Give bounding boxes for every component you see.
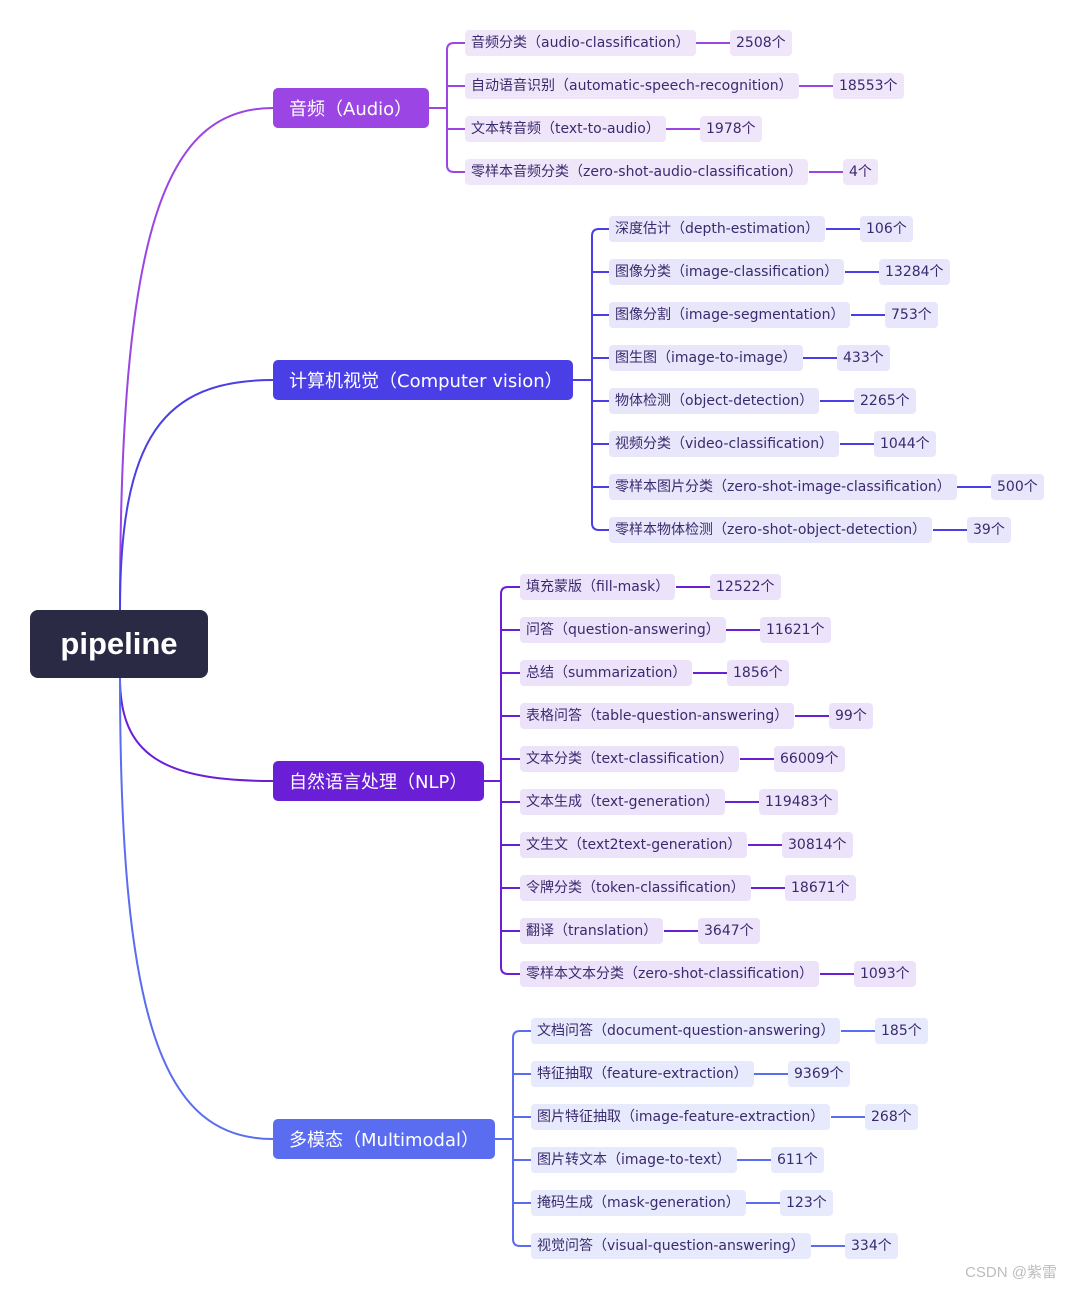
task-label[interactable]: 零样本音频分类（zero-shot-audio-classification）: [465, 159, 809, 185]
model-count: 433个: [837, 345, 890, 371]
leaf-connector: [512, 1238, 531, 1247]
model-count: 185个: [875, 1018, 928, 1044]
task-label[interactable]: 视觉问答（visual-question-answering）: [531, 1233, 811, 1259]
model-count: 500个: [991, 474, 1044, 500]
model-count: 1044个: [874, 431, 936, 457]
model-count: 39个: [967, 517, 1011, 543]
model-count: 3647个: [698, 918, 760, 944]
root-connector: [119, 379, 274, 611]
task-label[interactable]: 文本转音频（text-to-audio）: [465, 116, 666, 142]
leaf-connector: [446, 164, 465, 173]
task-label[interactable]: 图像分割（image-segmentation）: [609, 302, 851, 328]
task-label[interactable]: 掩码生成（mask-generation）: [531, 1190, 746, 1216]
task-label[interactable]: 文档问答（document-question-answering）: [531, 1018, 841, 1044]
model-count: 2265个: [854, 388, 916, 414]
task-label[interactable]: 物体检测（object-detection）: [609, 388, 820, 414]
task-label[interactable]: 零样本文本分类（zero-shot-classification）: [520, 961, 820, 987]
root-connector: [119, 107, 274, 611]
leaf-connector: [591, 228, 609, 237]
leaf-connector: [512, 1030, 531, 1039]
model-count: 4个: [843, 159, 878, 185]
model-count: 268个: [865, 1104, 918, 1130]
task-label[interactable]: 深度估计（depth-estimation）: [609, 216, 826, 242]
task-label[interactable]: 图片特征抽取（image-feature-extraction）: [531, 1104, 831, 1130]
model-count: 9369个: [788, 1061, 850, 1087]
task-label[interactable]: 图像分类（image-classification）: [609, 259, 845, 285]
root-connector: [119, 677, 274, 1140]
task-label[interactable]: 图片转文本（image-to-text）: [531, 1147, 737, 1173]
task-label[interactable]: 填充蒙版（fill-mask）: [520, 574, 676, 600]
task-label[interactable]: 文本分类（text-classification）: [520, 746, 740, 772]
leaf-connector: [500, 966, 520, 975]
task-label[interactable]: 文生文（text2text-generation）: [520, 832, 748, 858]
model-count: 119483个: [759, 789, 839, 815]
root-node-pipeline[interactable]: pipeline: [30, 610, 208, 678]
task-label[interactable]: 零样本物体检测（zero-shot-object-detection）: [609, 517, 933, 543]
model-count: 2508个: [730, 30, 792, 56]
model-count: 753个: [885, 302, 938, 328]
task-label[interactable]: 令牌分类（token-classification）: [520, 875, 751, 901]
model-count: 1093个: [854, 961, 916, 987]
model-count: 12522个: [710, 574, 781, 600]
task-label[interactable]: 音频分类（audio-classification）: [465, 30, 696, 56]
task-label[interactable]: 问答（question-answering）: [520, 617, 726, 643]
model-count: 18553个: [833, 73, 904, 99]
watermark: CSDN @紫雷: [965, 1264, 1057, 1281]
root-connector: [119, 677, 274, 782]
branch-node[interactable]: 音频（Audio）: [273, 88, 429, 128]
model-count: 13284个: [879, 259, 950, 285]
task-label[interactable]: 零样本图片分类（zero-shot-image-classification）: [609, 474, 957, 500]
task-label[interactable]: 文本生成（text-generation）: [520, 789, 725, 815]
model-count: 106个: [860, 216, 913, 242]
task-label[interactable]: 视频分类（video-classification）: [609, 431, 840, 457]
branch-node[interactable]: 多模态（Multimodal）: [273, 1119, 495, 1159]
branch-node[interactable]: 自然语言处理（NLP）: [273, 761, 484, 801]
model-count: 11621个: [760, 617, 831, 643]
model-count: 18671个: [785, 875, 856, 901]
model-count: 99个: [829, 703, 873, 729]
leaf-connector: [591, 522, 609, 531]
task-label[interactable]: 图生图（image-to-image）: [609, 345, 803, 371]
task-label[interactable]: 总结（summarization）: [520, 660, 693, 686]
task-label[interactable]: 翻译（translation）: [520, 918, 664, 944]
model-count: 30814个: [782, 832, 853, 858]
model-count: 611个: [771, 1147, 824, 1173]
task-label[interactable]: 表格问答（table-question-answering）: [520, 703, 795, 729]
task-label[interactable]: 自动语音识别（automatic-speech-recognition）: [465, 73, 799, 99]
leaf-connector: [446, 42, 465, 51]
branch-node[interactable]: 计算机视觉（Computer vision）: [273, 360, 573, 400]
task-label[interactable]: 特征抽取（feature-extraction）: [531, 1061, 754, 1087]
model-count: 66009个: [774, 746, 845, 772]
model-count: 1856个: [727, 660, 789, 686]
model-count: 334个: [845, 1233, 898, 1259]
leaf-connector: [500, 586, 520, 595]
model-count: 123个: [780, 1190, 833, 1216]
model-count: 1978个: [700, 116, 762, 142]
